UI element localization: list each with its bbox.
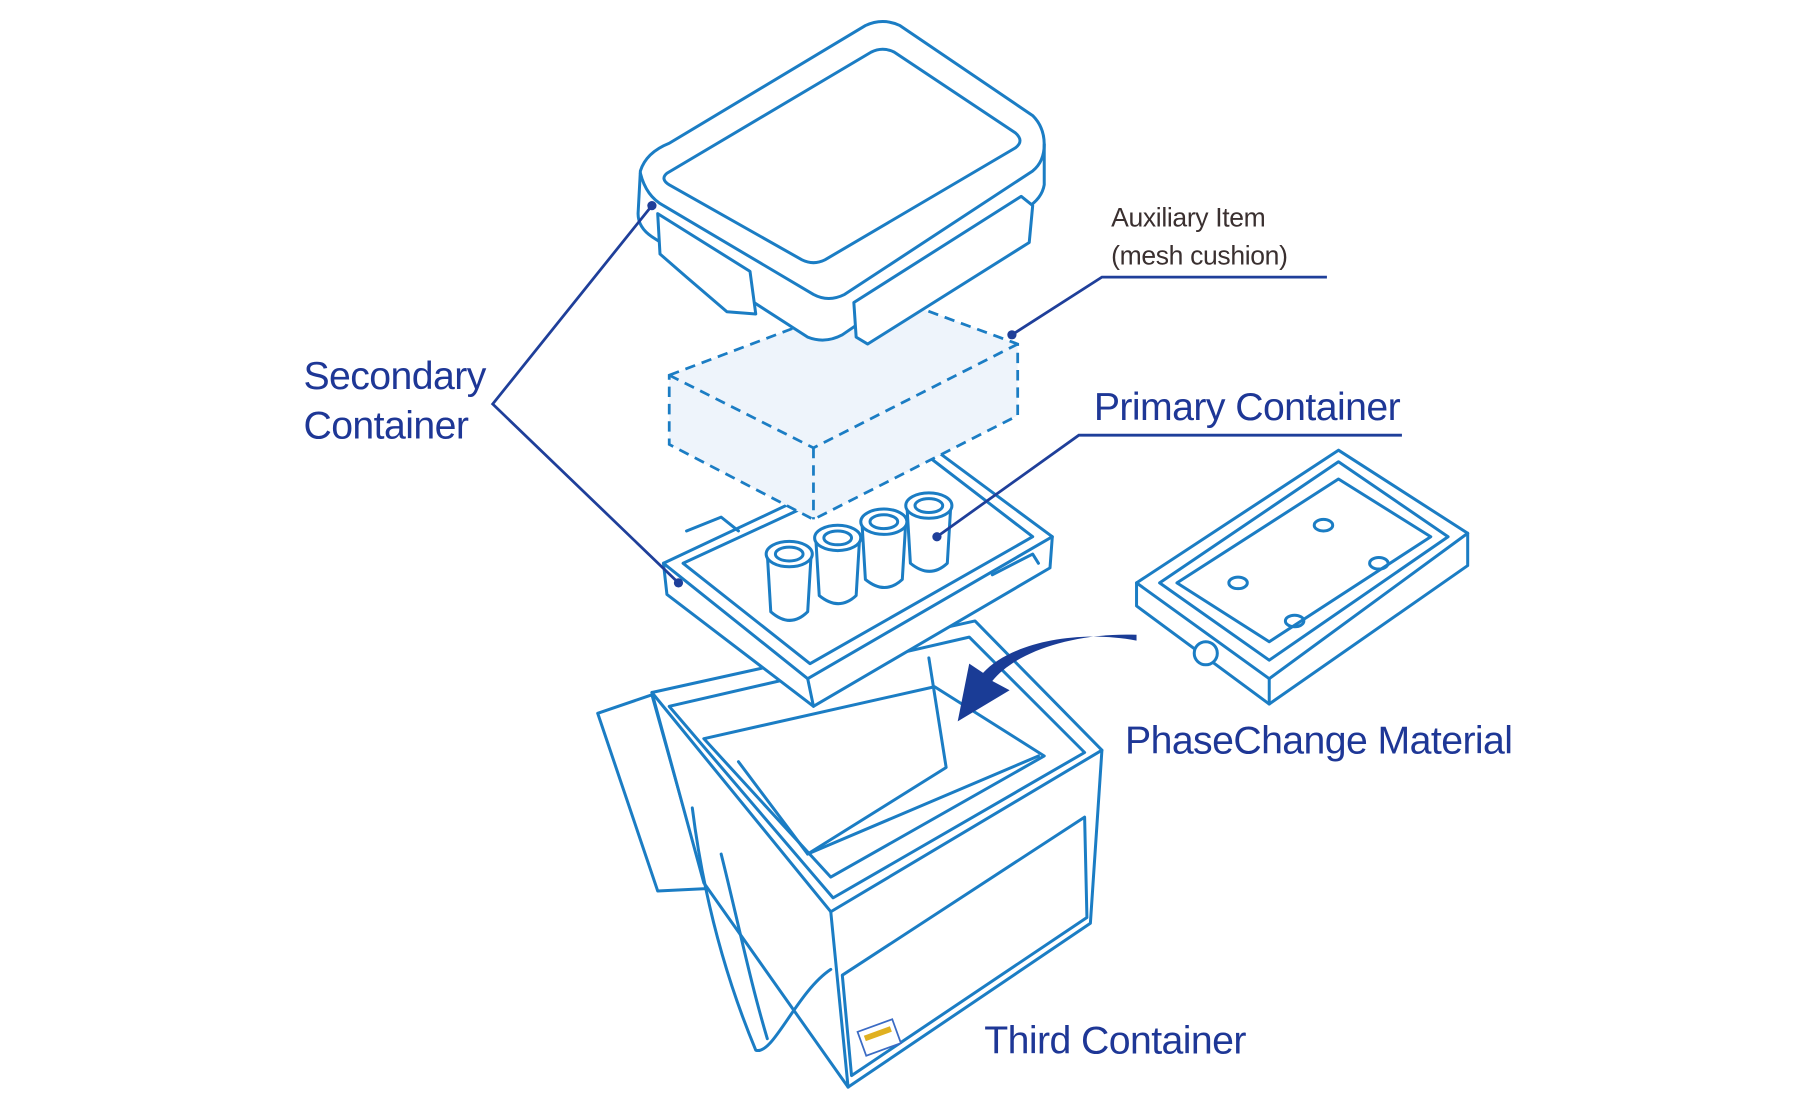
secondary-container-label-line2: Container bbox=[303, 404, 468, 448]
third-container-label: Third Container bbox=[984, 1019, 1246, 1063]
phase-change-material-illustration bbox=[1135, 448, 1470, 706]
brand-logo bbox=[856, 1018, 903, 1057]
leader-lines bbox=[490, 200, 1402, 588]
auxiliary-item-label-line2: (mesh cushion) bbox=[1111, 240, 1287, 270]
secondary-container-lid bbox=[636, 20, 1046, 346]
third-container-illustration bbox=[596, 619, 1104, 1089]
secondary-container-label-line1: Secondary bbox=[303, 354, 486, 398]
primary-container-label: Primary Container bbox=[1094, 385, 1401, 429]
auxiliary-item-label-line1: Auxiliary Item bbox=[1111, 202, 1265, 232]
phase-change-material-label: PhaseChange Material bbox=[1125, 719, 1512, 763]
insert-arrow-icon bbox=[957, 634, 1137, 722]
primary-container-tubes bbox=[764, 491, 954, 622]
